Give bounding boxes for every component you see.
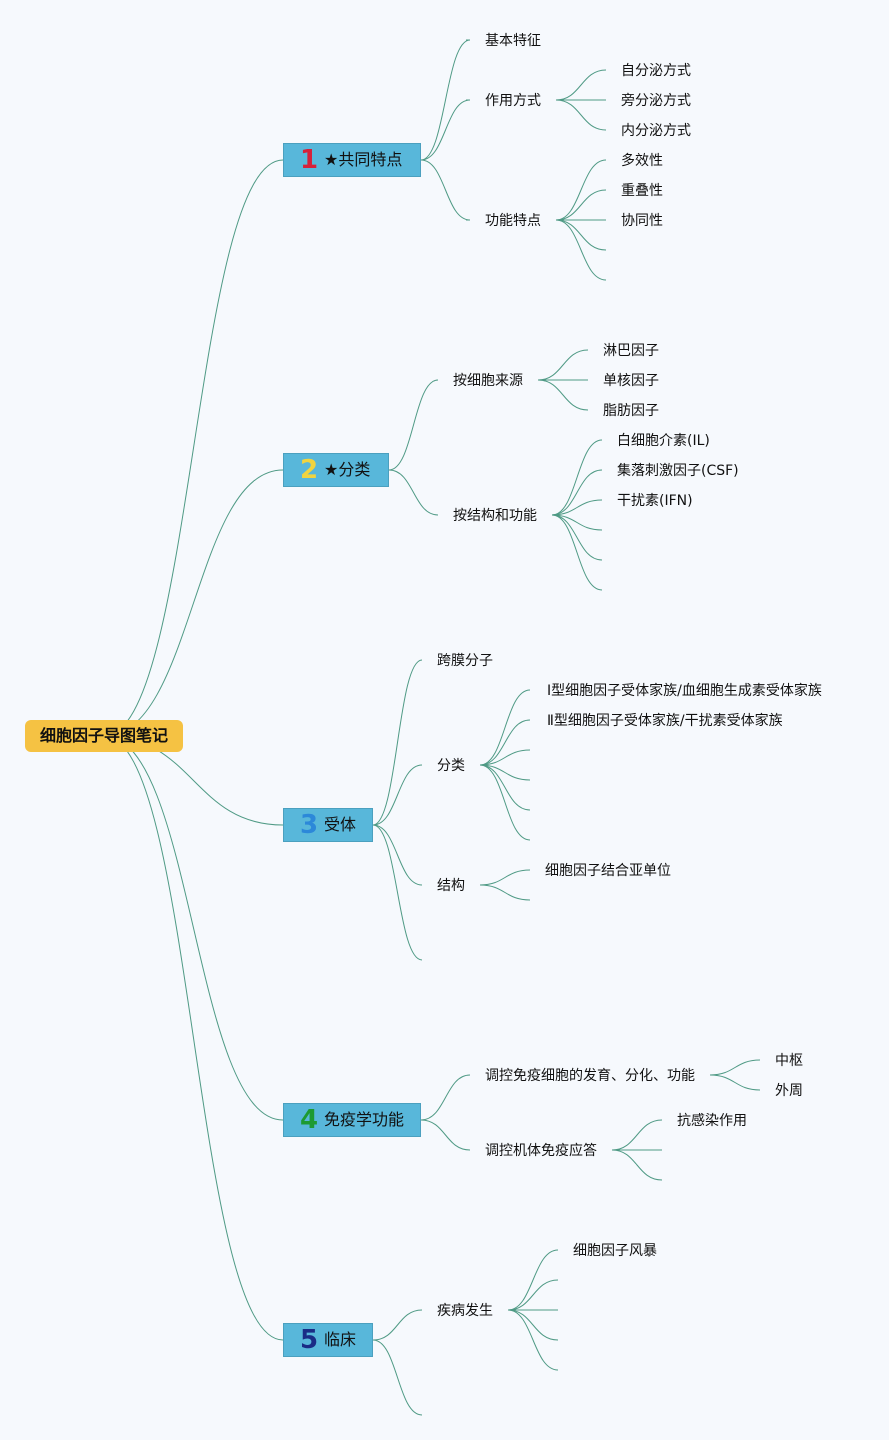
connector-line xyxy=(372,824,423,961)
topic-by-structure-function[interactable]: 按结构和功能 xyxy=(453,508,537,524)
connector-line xyxy=(551,499,603,516)
connector-line xyxy=(479,749,531,766)
connector-line xyxy=(551,439,603,516)
connector-line xyxy=(555,159,607,221)
number-5-icon: 5 xyxy=(299,1325,319,1355)
connector-line xyxy=(479,719,531,766)
topic-type2-receptor[interactable]: Ⅱ型细胞因子受体家族/干扰素受体家族 xyxy=(547,713,783,729)
topic-interleukin[interactable]: 白细胞介素(IL) xyxy=(617,433,710,449)
topic-central[interactable]: 中枢 xyxy=(775,1053,803,1069)
connector-line xyxy=(103,159,284,737)
topic-by-cell-source[interactable]: 按细胞来源 xyxy=(453,373,523,389)
branch-label: 免疫学功能 xyxy=(324,1110,405,1129)
branch-classification[interactable]: 2 ★分类 xyxy=(283,453,389,487)
connector-line xyxy=(709,1074,761,1091)
topic-monokine[interactable]: 单核因子 xyxy=(603,373,659,389)
number-1-icon: 1 xyxy=(299,145,319,175)
number-4-icon: 4 xyxy=(299,1105,319,1135)
connector-line xyxy=(551,469,603,516)
branch-label: 受体 xyxy=(324,815,357,834)
topic-synergy[interactable]: 协同性 xyxy=(621,213,663,229)
connector-line xyxy=(507,1309,559,1371)
connector-line xyxy=(479,764,531,811)
number-3-icon: 3 xyxy=(299,810,319,840)
connector-line xyxy=(103,735,284,1121)
topic-redundancy[interactable]: 重叠性 xyxy=(621,183,663,199)
branch-label: 临床 xyxy=(324,1330,357,1349)
number-2-icon: 2 xyxy=(299,455,319,485)
connector-line xyxy=(555,219,607,281)
connector-line xyxy=(479,689,531,766)
connector-line xyxy=(507,1279,559,1311)
topic-interferon[interactable]: 干扰素(IFN) xyxy=(617,493,693,509)
branch-label: ★分类 xyxy=(324,460,371,479)
connector-line xyxy=(551,514,603,561)
connector-line xyxy=(372,824,423,886)
topic-endocrine[interactable]: 内分泌方式 xyxy=(621,123,691,139)
connector-line xyxy=(420,1119,471,1151)
branch-label: ★共同特点 xyxy=(324,150,403,169)
connector-line xyxy=(507,1309,559,1341)
connector-line xyxy=(420,1074,471,1121)
connector-line xyxy=(479,884,531,901)
topic-type1-receptor[interactable]: Ⅰ型细胞因子受体家族/血细胞生成素受体家族 xyxy=(547,683,822,699)
connector-line xyxy=(551,514,603,531)
topic-basic-features[interactable]: 基本特征 xyxy=(485,33,541,49)
topic-action-mode[interactable]: 作用方式 xyxy=(485,93,541,109)
connector-line xyxy=(479,764,531,841)
branch-clinical[interactable]: 5 临床 xyxy=(283,1323,373,1357)
connector-line xyxy=(479,869,531,886)
topic-receptor-classify[interactable]: 分类 xyxy=(437,758,465,774)
topic-paracrine[interactable]: 旁分泌方式 xyxy=(621,93,691,109)
topic-receptor-structure[interactable]: 结构 xyxy=(437,878,465,894)
connector-line xyxy=(555,189,607,221)
connector-line xyxy=(372,659,423,826)
branch-common-features[interactable]: 1 ★共同特点 xyxy=(283,143,421,177)
topic-csf[interactable]: 集落刺激因子(CSF) xyxy=(617,463,739,479)
connector-line xyxy=(479,764,531,781)
connector-line xyxy=(388,379,439,471)
connector-line xyxy=(420,39,471,161)
topic-regulate-response[interactable]: 调控机体免疫应答 xyxy=(485,1143,597,1159)
topic-anti-infection[interactable]: 抗感染作用 xyxy=(677,1113,747,1129)
connector-line xyxy=(372,764,423,826)
connector-line xyxy=(420,99,471,161)
connector-line xyxy=(611,1149,663,1181)
branch-immune-function[interactable]: 4 免疫学功能 xyxy=(283,1103,421,1137)
connector-line xyxy=(555,219,607,251)
topic-lymphokine[interactable]: 淋巴因子 xyxy=(603,343,659,359)
connector-line xyxy=(372,1309,423,1341)
topic-adipokine[interactable]: 脂肪因子 xyxy=(603,403,659,419)
topic-regulate-development[interactable]: 调控免疫细胞的发育、分化、功能 xyxy=(485,1068,695,1084)
connector-line xyxy=(537,349,589,381)
connector-line xyxy=(388,469,439,516)
connector-line xyxy=(507,1249,559,1311)
connector-line xyxy=(537,379,589,411)
topic-transmembrane[interactable]: 跨膜分子 xyxy=(437,653,493,669)
connector-line xyxy=(551,514,603,591)
topic-disease-onset[interactable]: 疾病发生 xyxy=(437,1303,493,1319)
topic-pleiotropy[interactable]: 多效性 xyxy=(621,153,663,169)
topic-autocrine[interactable]: 自分泌方式 xyxy=(621,63,691,79)
connector-line xyxy=(420,159,471,221)
connector-line xyxy=(555,99,607,131)
connector-line xyxy=(372,1339,423,1416)
root-topic[interactable]: 细胞因子导图笔记 xyxy=(25,720,183,752)
topic-cytokine-storm[interactable]: 细胞因子风暴 xyxy=(573,1243,657,1259)
connector-line xyxy=(555,69,607,101)
connector-line xyxy=(103,735,284,1341)
connector-line xyxy=(611,1119,663,1151)
connector-line xyxy=(103,469,284,737)
branch-receptor[interactable]: 3 受体 xyxy=(283,808,373,842)
connector-line xyxy=(709,1059,761,1076)
topic-binding-subunit[interactable]: 细胞因子结合亚单位 xyxy=(545,863,671,879)
topic-peripheral[interactable]: 外周 xyxy=(775,1083,803,1099)
topic-function-features[interactable]: 功能特点 xyxy=(485,213,541,229)
